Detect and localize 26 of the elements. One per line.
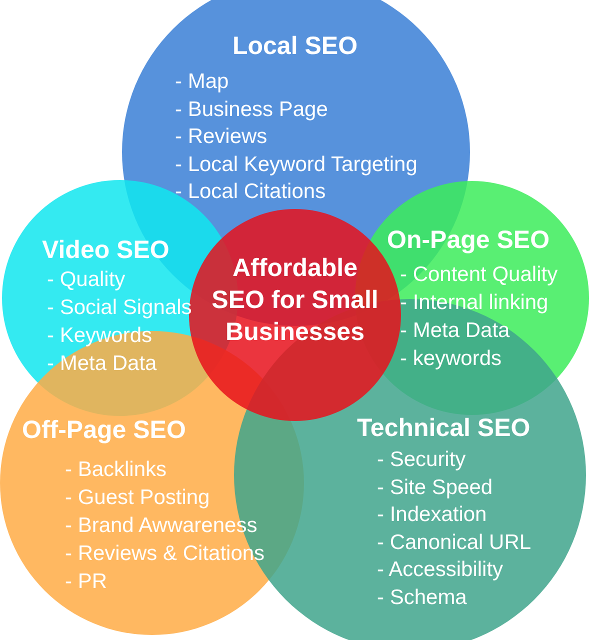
list-item: - Schema: [377, 586, 467, 610]
list-item: - Site Speed: [377, 476, 493, 500]
list-item: - Map: [175, 70, 229, 94]
list-item: - Meta Data: [400, 319, 510, 343]
center-title: Affordable SEO for Small Businesses: [210, 253, 380, 348]
list-item: - Meta Data: [47, 352, 157, 376]
circle-heading: Local SEO: [232, 32, 358, 61]
list-item: - Security: [377, 448, 466, 472]
list-item: - Internal linking: [400, 291, 548, 315]
circle-heading: Video SEO: [42, 236, 170, 265]
list-item: - Accessibility: [377, 558, 504, 582]
list-item: - Content Quality: [400, 263, 558, 287]
list-item: - PR: [65, 570, 107, 594]
list-item: - Indexation: [377, 503, 487, 527]
list-item: - Backlinks: [65, 458, 167, 482]
list-item: - Local Citations: [175, 180, 326, 204]
list-item: - Canonical URL: [377, 530, 532, 554]
list-item: - Guest Posting: [65, 486, 210, 510]
circle-heading: Off-Page SEO: [22, 416, 186, 445]
list-item: - Business Page: [175, 98, 328, 122]
list-item: - Local Keyword Targeting: [175, 152, 418, 176]
list-item: - Reviews: [175, 125, 268, 149]
circle-heading: Technical SEO: [357, 414, 530, 443]
circle-heading: On-Page SEO: [387, 226, 550, 255]
list-item: - Quality: [47, 268, 126, 292]
list-item: - keywords: [400, 347, 502, 371]
